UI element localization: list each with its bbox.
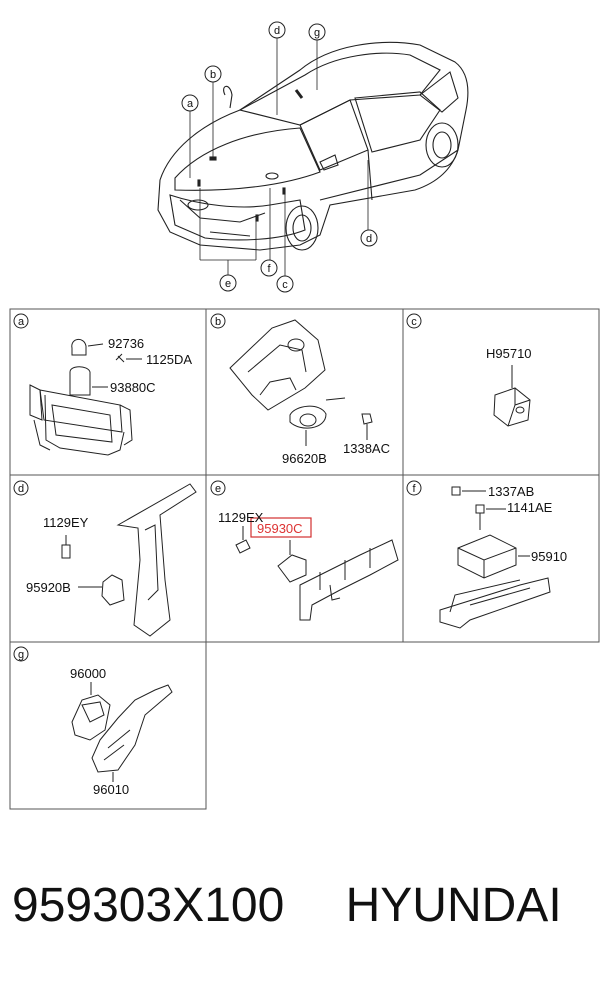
- callout-letter: b: [210, 69, 216, 81]
- callout-letter: d: [274, 25, 280, 37]
- panel-g-drawing: [71, 682, 173, 782]
- footer-caption: 959303X100 HYUNDAI: [12, 878, 592, 948]
- panel-letter-d: d: [18, 483, 24, 495]
- callout-letter: a: [187, 98, 194, 110]
- part-label: 95920B: [26, 580, 71, 595]
- panel-e-drawing: [235, 526, 399, 621]
- panel-grid: [9, 308, 600, 810]
- panel-letter-f: f: [412, 483, 416, 495]
- panel-letter-b: b: [215, 316, 221, 328]
- panel-c-drawing: [493, 365, 531, 427]
- part-label: 1338AC: [343, 441, 390, 456]
- callout-letter: e: [225, 278, 231, 290]
- panel-letter-c: c: [411, 316, 417, 328]
- part-label: 96010: [93, 782, 129, 797]
- panel-f-drawing: [439, 486, 551, 629]
- panel-letter-circles: [13, 313, 422, 662]
- part-label: 92736: [108, 336, 144, 351]
- callout-g: [308, 23, 326, 41]
- callout-letter: c: [282, 279, 288, 291]
- panel-letters: a b c d e f g: [18, 316, 417, 661]
- parts-diagram: a b d g e f c d a b c d e f g: [9, 21, 600, 810]
- footer-brand: HYUNDAI: [345, 879, 562, 932]
- highlight-box: [250, 517, 312, 538]
- panel-letter-a: a: [18, 316, 25, 328]
- callout-b: [204, 65, 222, 83]
- panel-letter-g: g: [18, 649, 24, 661]
- panel-b-drawing: [229, 319, 373, 446]
- panel-c-labels: H95710: [486, 346, 532, 361]
- panel-letter-e: e: [215, 483, 221, 495]
- panel-f-labels: 1337AB 1141AE 95910: [488, 484, 567, 564]
- panel-a-labels: 92736 1125DA 93880C: [108, 336, 192, 395]
- panel-a-drawing: [29, 339, 142, 456]
- callout-letters: a b d g e f c d: [187, 25, 372, 291]
- panel-d-labels: 1129EY 95920B: [26, 515, 89, 595]
- part-label: 1129EX: [218, 510, 264, 525]
- callout-d-top: [268, 21, 286, 39]
- part-label: 1141AE: [507, 500, 553, 515]
- part-label: 95910: [531, 549, 567, 564]
- part-label: 1337AB: [488, 484, 534, 499]
- callout-f: [260, 259, 278, 277]
- callout-letter: g: [314, 27, 320, 39]
- part-label: 93880C: [110, 380, 156, 395]
- part-label: 96000: [70, 666, 106, 681]
- part-label: H95710: [486, 346, 532, 361]
- part-label: 1125DA: [146, 352, 192, 367]
- panel-g-labels: 96000 96010: [70, 666, 129, 797]
- part-label-highlighted: 95930C: [257, 521, 303, 536]
- callout-letter: d: [366, 233, 372, 245]
- panel-e-labels: 1129EX 95930C: [218, 510, 303, 536]
- callout-d-right: [360, 229, 378, 247]
- callout-a: [181, 94, 199, 112]
- callout-letter: f: [267, 263, 271, 275]
- callout-leaders: [189, 38, 369, 276]
- panel-d-drawing: [61, 483, 197, 637]
- panel-b-labels: 96620B 1338AC: [282, 441, 390, 466]
- footer-part-number: 959303X100: [12, 879, 285, 932]
- part-label: 1129EY: [43, 515, 89, 530]
- part-label: 96620B: [282, 451, 327, 466]
- callout-c: [276, 275, 294, 293]
- callout-circles: [181, 21, 378, 293]
- callout-e: [219, 274, 237, 292]
- car-overview: [157, 41, 469, 251]
